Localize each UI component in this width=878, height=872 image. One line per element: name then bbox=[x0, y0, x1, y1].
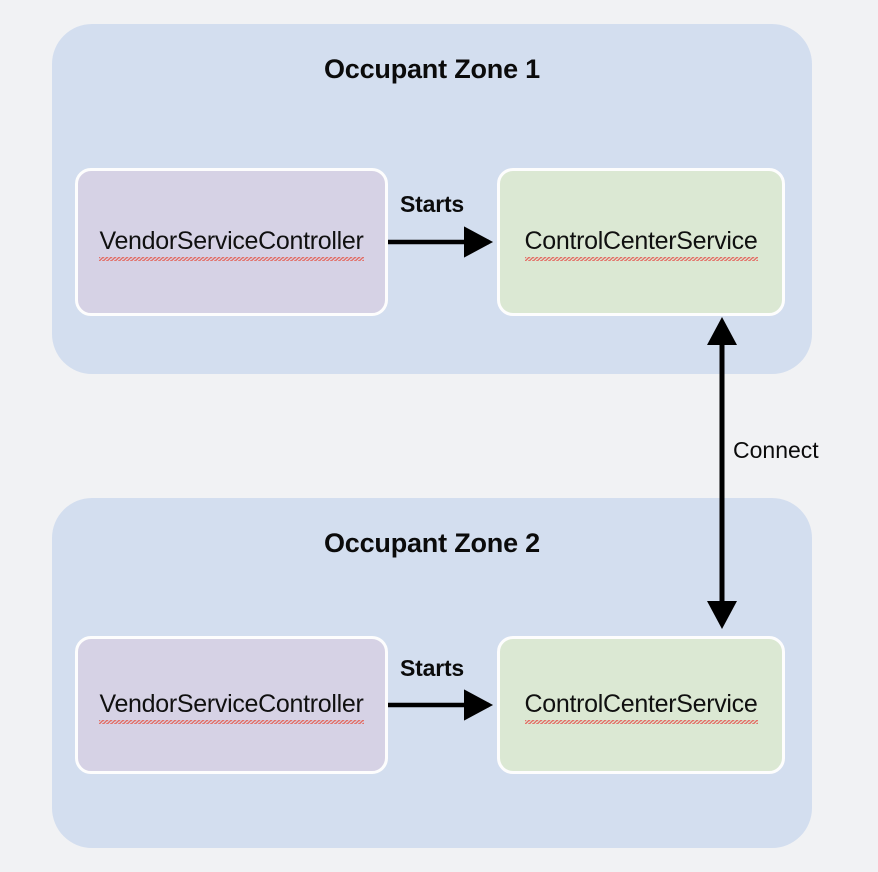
node-label: ControlCenterService bbox=[524, 227, 758, 261]
occupant-zone-1-title: Occupant Zone 1 bbox=[323, 54, 541, 84]
occupant-zone-2-title: Occupant Zone 2 bbox=[323, 528, 541, 558]
node-control-center-service-zone-2[interactable]: ControlCenterService bbox=[497, 636, 785, 774]
node-label: VendorServiceController bbox=[99, 690, 364, 724]
node-control-center-service-zone-1[interactable]: ControlCenterService bbox=[497, 168, 785, 316]
node-vendor-service-controller-zone-2[interactable]: VendorServiceController bbox=[75, 636, 388, 774]
edge-label-starts-zone-1: Starts bbox=[400, 191, 464, 217]
edge-label-starts-zone-2: Starts bbox=[400, 655, 464, 681]
node-label: VendorServiceController bbox=[99, 227, 364, 261]
node-label: ControlCenterService bbox=[524, 690, 758, 724]
edge-label-connect: Connect bbox=[733, 437, 819, 463]
node-vendor-service-controller-zone-1[interactable]: VendorServiceController bbox=[75, 168, 388, 316]
